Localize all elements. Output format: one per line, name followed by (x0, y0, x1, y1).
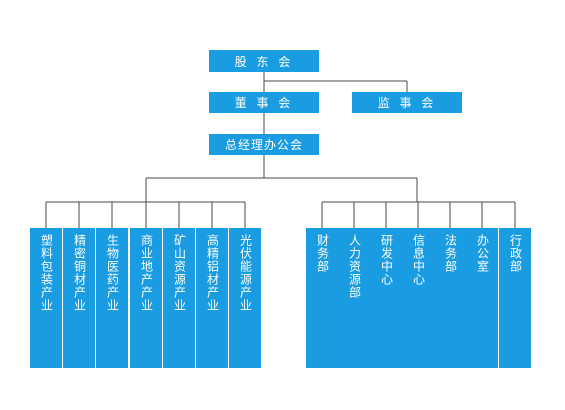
industry-box: 塑料包装产业 (30, 228, 62, 368)
board-box: 董 事 会 (209, 92, 319, 113)
department-label: 研发中心 (379, 234, 394, 286)
industry-label: 商业地产产业 (139, 234, 154, 312)
department-box: 信息中心 (402, 228, 434, 368)
department-label: 财务部 (315, 234, 330, 273)
department-label: 法务部 (443, 234, 458, 273)
industry-label: 生物医药产业 (105, 234, 120, 312)
department-label: 人力资源部 (347, 234, 362, 299)
supervisors-box: 监 事 会 (352, 92, 462, 113)
department-box: 法务部 (434, 228, 466, 368)
industry-box: 矿山资源产业 (163, 228, 195, 368)
board-label: 董 事 会 (234, 96, 294, 110)
industry-box: 高精铝材产业 (196, 228, 228, 368)
industry-box: 商业地产产业 (130, 228, 162, 368)
shareholders-box: 股 东 会 (209, 50, 319, 72)
supervisors-label: 监 事 会 (377, 96, 437, 110)
department-box: 办公室 (466, 228, 498, 368)
department-box: 研发中心 (370, 228, 402, 368)
industry-label: 矿山资源产业 (172, 234, 187, 312)
industry-box: 光伏能源产业 (229, 228, 261, 368)
shareholders-label: 股 东 会 (234, 54, 294, 69)
department-box: 财务部 (306, 228, 338, 368)
industry-label: 塑料包装产业 (39, 234, 54, 312)
gm-office-box: 总经理办公会 (209, 134, 319, 155)
industry-label: 精密铜材产业 (72, 234, 87, 312)
industry-box: 精密铜材产业 (63, 228, 95, 368)
department-label: 行政部 (508, 234, 523, 273)
industry-label: 高精铝材产业 (205, 234, 220, 312)
department-label: 办公室 (475, 234, 490, 273)
department-box: 人力资源部 (338, 228, 370, 368)
department-box: 行政部 (499, 228, 531, 368)
industry-box: 生物医药产业 (96, 228, 128, 368)
industry-label: 光伏能源产业 (238, 234, 253, 312)
gm-office-label: 总经理办公会 (224, 138, 303, 152)
department-label: 信息中心 (411, 234, 426, 286)
